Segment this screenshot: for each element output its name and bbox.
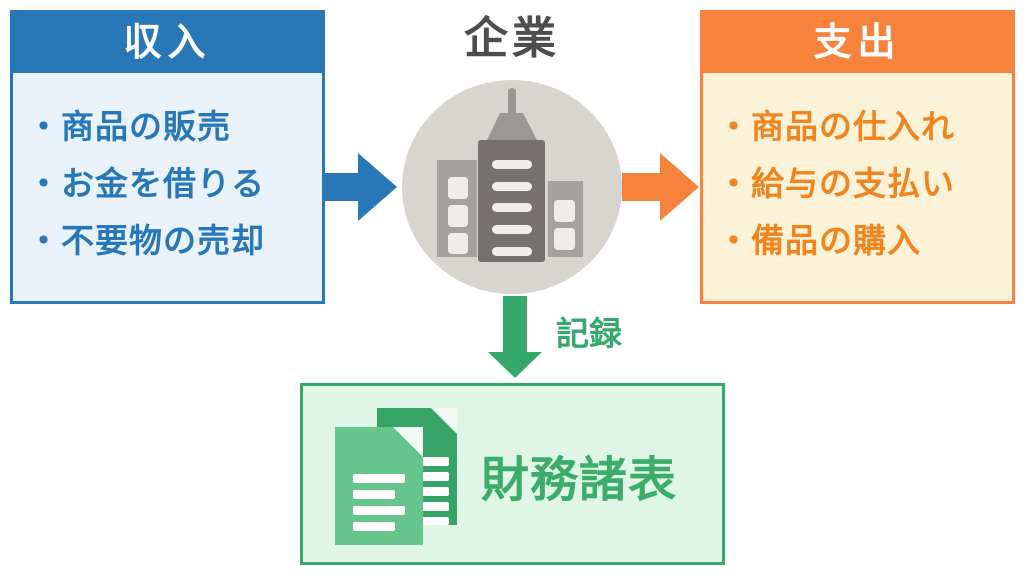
- expense-item: ・給与の支払い: [717, 165, 955, 202]
- documents-icon: [335, 408, 457, 545]
- building-icon: [437, 88, 583, 262]
- income-item: ・商品の販売: [27, 108, 231, 145]
- expense-box-title: 支出: [703, 13, 1012, 73]
- arrow-down-icon: [488, 296, 542, 378]
- income-box-title: 収入: [13, 13, 322, 73]
- expense-box: 支出 ・商品の仕入れ ・給与の支払い ・備品の購入: [700, 10, 1015, 304]
- company-label: 企業: [464, 14, 560, 63]
- income-item: ・不要物の売却: [27, 222, 265, 259]
- record-label: 記録: [556, 315, 622, 352]
- income-item: ・お金を借りる: [27, 165, 265, 202]
- income-box-items: ・商品の販売 ・お金を借りる ・不要物の売却: [13, 73, 322, 269]
- company-circle: [402, 80, 622, 294]
- income-box: 収入 ・商品の販売 ・お金を借りる ・不要物の売却: [10, 10, 325, 304]
- expense-item: ・備品の購入: [717, 222, 921, 259]
- statements-label: 財務諸表: [481, 454, 678, 507]
- expense-item: ・商品の仕入れ: [717, 108, 955, 145]
- expense-box-items: ・商品の仕入れ ・給与の支払い ・備品の購入: [703, 73, 1012, 269]
- arrow-right-icon: [325, 153, 397, 221]
- arrow-right-icon: [622, 153, 699, 221]
